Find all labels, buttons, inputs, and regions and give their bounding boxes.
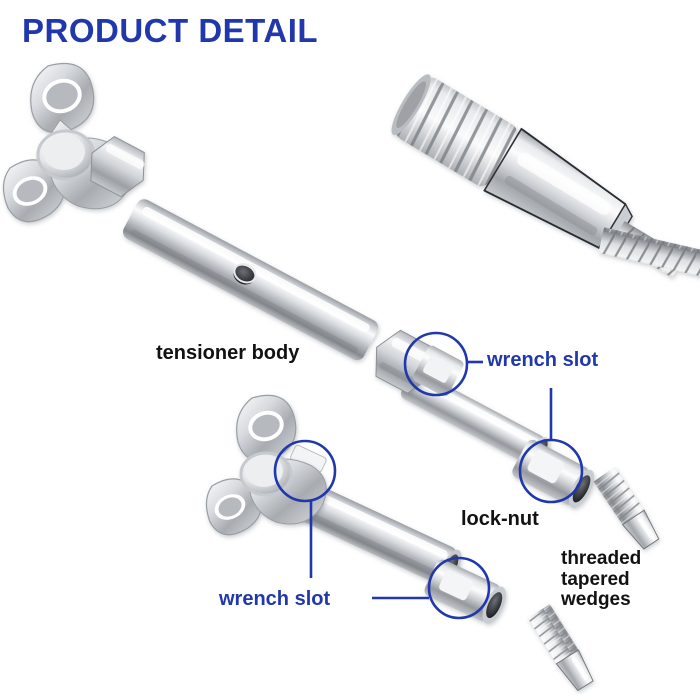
label-wrench-slot-bottom: wrench slot (219, 588, 331, 610)
bottom-assembly (205, 394, 594, 692)
label-threaded-tapered-wedges: threaded tapered wedges (561, 548, 642, 611)
fork-end-fitting-top (2, 62, 145, 223)
label-wedges-line-3: wedges (561, 589, 631, 611)
label-tensioner-body: tensioner body (156, 342, 300, 364)
label-wrench-slot-top: wrench slot (487, 349, 599, 371)
annotation-circle-wrench-slot-top (403, 331, 469, 397)
annotation-circle-wrench-slot-bottom (273, 439, 337, 503)
top-assembly (2, 62, 660, 550)
threaded-tapered-wedge-bottom (527, 604, 594, 692)
threaded-wedge-detail (391, 74, 700, 280)
tensioner-body-top (122, 199, 379, 361)
label-wedges-line-2: tapered (561, 568, 630, 590)
wrench-slot-collar-top (412, 345, 464, 397)
lock-nut-top (512, 439, 595, 508)
fork-end-fitting-bottom (205, 394, 327, 536)
hex-nut-fork-top (90, 136, 145, 198)
annotation-overlay (273, 331, 584, 620)
label-wedges-line-1: threaded (561, 548, 642, 569)
label-lock-nut: lock-nut (461, 508, 539, 530)
page-title: PRODUCT DETAIL (22, 12, 319, 49)
lock-nut-bottom (424, 559, 506, 624)
threaded-tapered-wedge-top (593, 467, 660, 550)
annotation-circle-wrench-slot-bottom-nut (427, 556, 491, 620)
